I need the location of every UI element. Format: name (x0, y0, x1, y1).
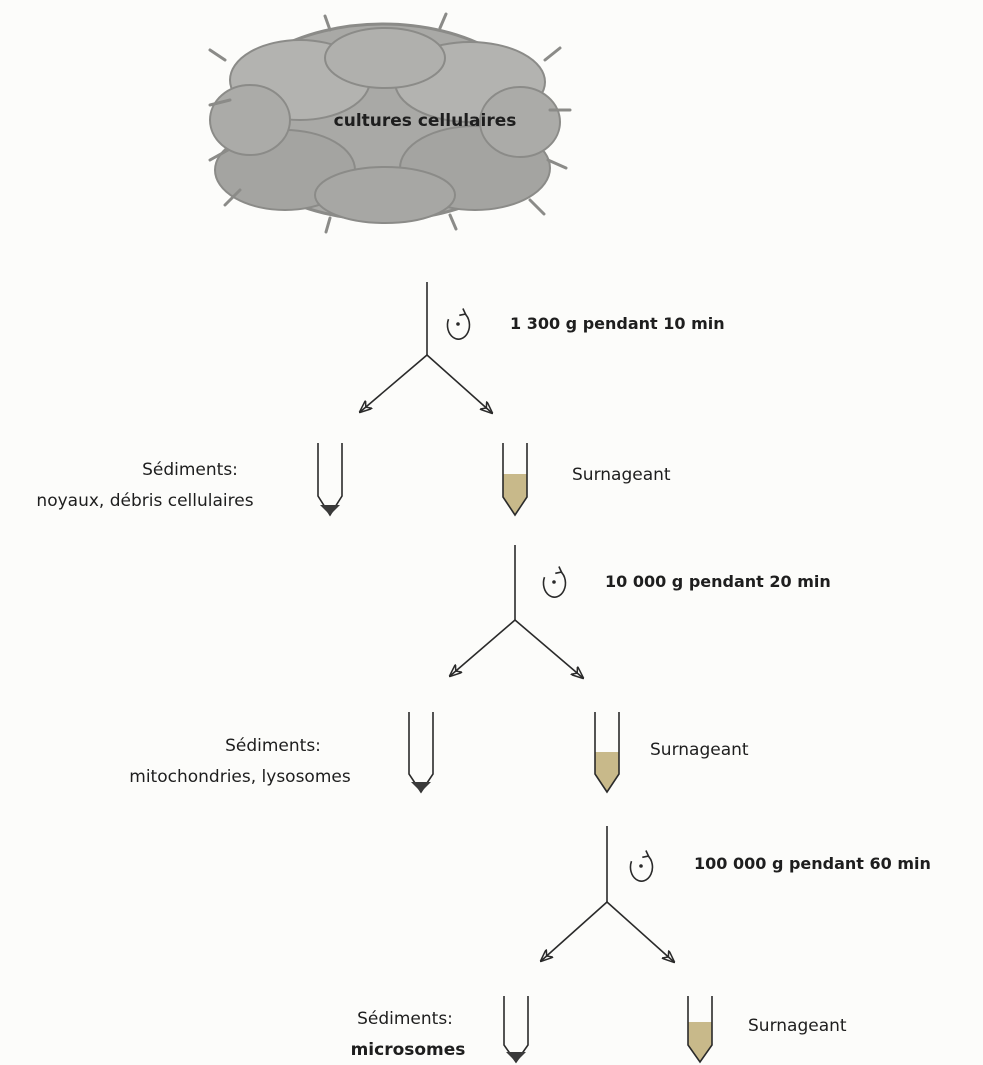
rotation-arrow-icon (629, 850, 654, 882)
pellet-label-contents: noyaux, débris cellulaires (36, 491, 253, 511)
pellet-label-title: Sédiments: (225, 736, 321, 756)
cell-culture-cluster: cultures cellulaires (208, 12, 572, 234)
centrifugation-speed-label: 100 000 g pendant 60 min (694, 854, 931, 873)
cell-culture-label: cultures cellulaires (334, 111, 517, 131)
pellet-label-contents: mitochondries, lysosomes (129, 767, 351, 787)
pellet-label-title: Sédiments: (357, 1009, 453, 1029)
supernatant-tube (502, 443, 528, 517)
pellet-tube (317, 443, 343, 517)
pellet-label-contents: microsomes (351, 1040, 466, 1060)
supernatant-tube (687, 996, 713, 1064)
supernatant-tube (594, 712, 620, 794)
centrifugation-step-3: 100 000 g pendant 60 min Sédiments: micr… (351, 826, 931, 1064)
rotation-arrow-icon (542, 566, 567, 598)
centrifugation-step-2: 10 000 g pendant 20 min Sédiments: mitoc… (129, 545, 831, 794)
supernatant-label: Surnageant (748, 1016, 847, 1036)
supernatant-label: Surnageant (650, 740, 749, 760)
supernatant-label: Surnageant (572, 465, 671, 485)
pellet-tube (503, 996, 529, 1064)
centrifugation-speed-label: 1 300 g pendant 10 min (510, 314, 725, 333)
pellet-tube (408, 712, 434, 794)
centrifugation-step-1: 1 300 g pendant 10 min Sédiments: noyaux… (36, 282, 725, 517)
centrifugation-speed-label: 10 000 g pendant 20 min (605, 572, 831, 591)
pellet-label-title: Sédiments: (142, 460, 238, 480)
rotation-arrow-icon (446, 308, 471, 340)
